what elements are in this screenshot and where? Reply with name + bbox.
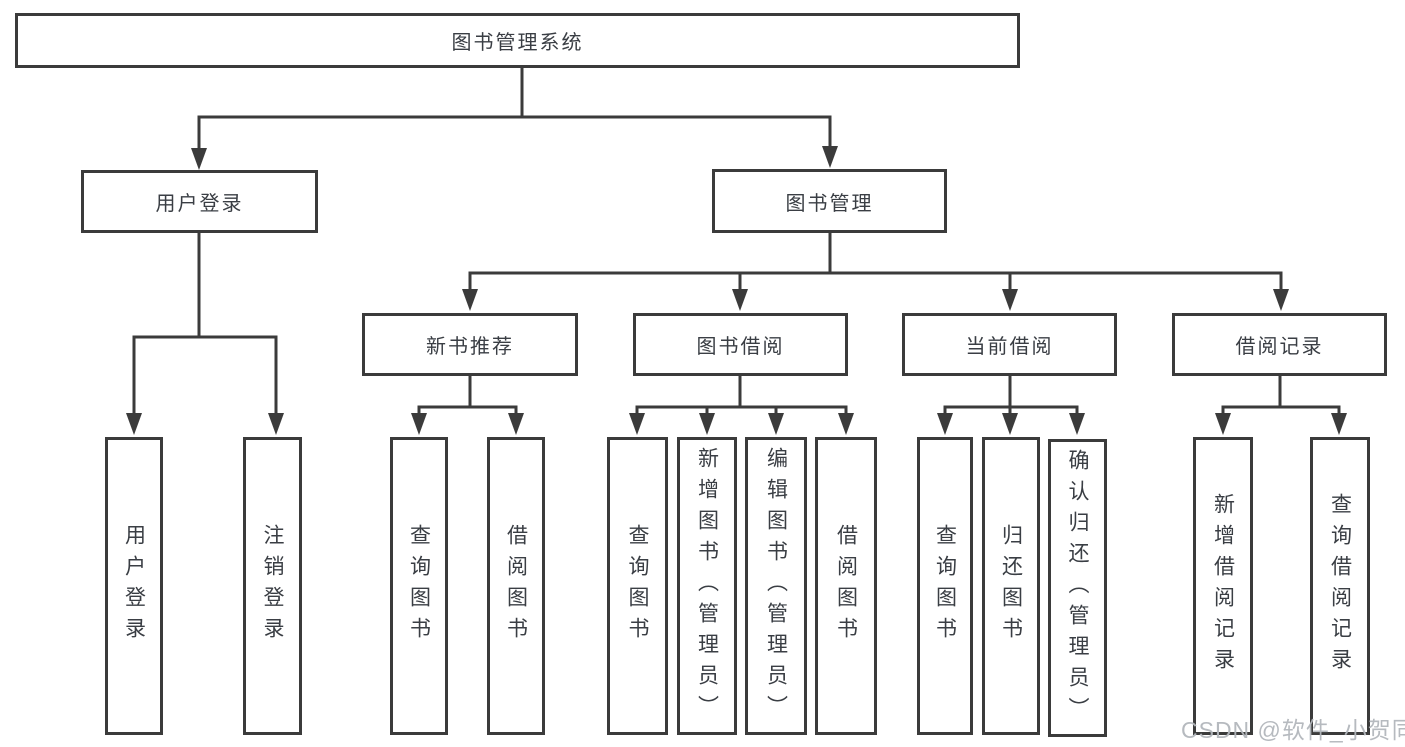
node-book-borrow: 图书借阅 — [633, 313, 848, 376]
node-user-login: 用户登录 — [81, 170, 318, 233]
node-rec-borrow-book: 借阅图书 — [487, 437, 545, 735]
node-bb-query-book: 查询图书 — [607, 437, 668, 735]
node-cb-confirm-return: 确认归还（管理员） — [1048, 439, 1107, 737]
node-br-query-record: 查询借阅记录 — [1310, 437, 1370, 735]
node-book-mgmt: 图书管理 — [712, 169, 947, 233]
node-logout-leaf: 注销登录 — [243, 437, 302, 735]
node-bb-edit-book: 编辑图书（管理员） — [745, 437, 807, 735]
node-br-add-record: 新增借阅记录 — [1193, 437, 1253, 735]
csdn-watermark: CSDN @软件_小贺同学 — [1181, 717, 1405, 743]
node-cb-return-book: 归还图书 — [982, 437, 1040, 735]
node-bb-borrow-book: 借阅图书 — [815, 437, 877, 735]
node-login-leaf: 用户登录 — [105, 437, 163, 735]
node-cb-query-book: 查询图书 — [917, 437, 973, 735]
node-rec-query-book: 查询图书 — [390, 437, 448, 735]
node-root: 图书管理系统 — [15, 13, 1020, 68]
node-new-book-rec: 新书推荐 — [362, 313, 578, 376]
node-bb-add-book: 新增图书（管理员） — [677, 437, 737, 735]
node-borrow-record: 借阅记录 — [1172, 313, 1387, 376]
node-current-borrow: 当前借阅 — [902, 313, 1117, 376]
